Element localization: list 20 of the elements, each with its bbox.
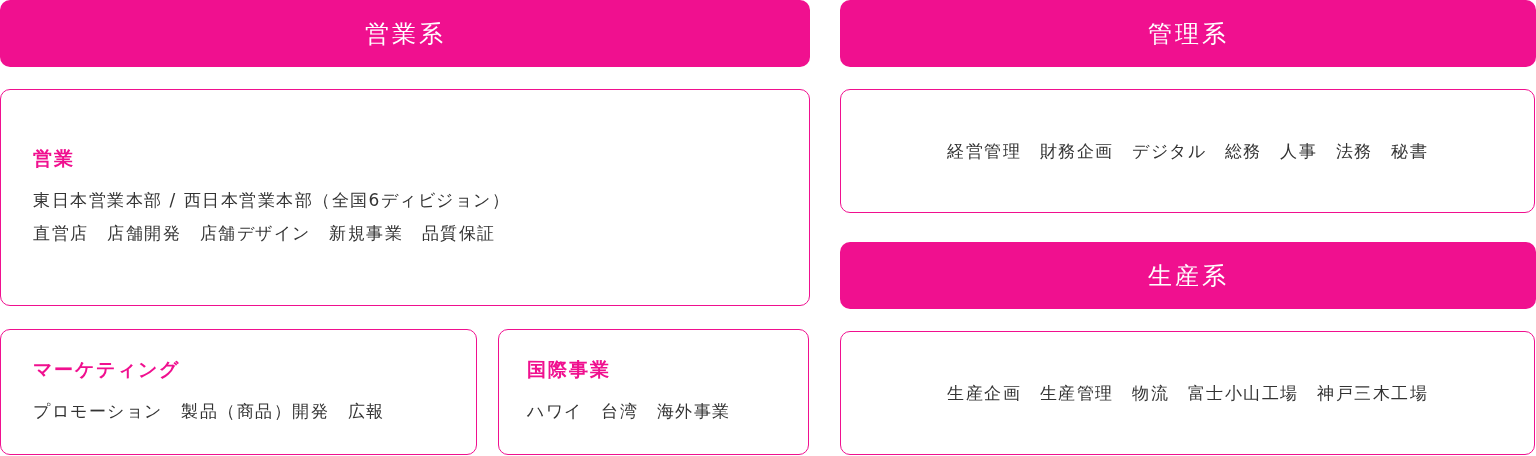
division-list: プロモーション 製品（商品）開発 広報 xyxy=(33,400,456,422)
category-title: 営業系 xyxy=(364,18,446,50)
department-card xyxy=(0,329,477,455)
department-card xyxy=(498,329,809,455)
category-title: 管理系 xyxy=(1147,18,1229,50)
division-list: 直営店 店舗開発 店舗デザイン 新規事業 品質保証 xyxy=(33,222,789,243)
category-header-band xyxy=(840,242,1536,309)
category-header-band xyxy=(0,0,810,67)
department-card xyxy=(0,89,810,306)
department-heading: 営業 xyxy=(33,146,76,172)
department-card xyxy=(840,331,1535,455)
division-list: 経営管理 財務企画 デジタル 総務 人事 法務 秘書 xyxy=(947,140,1428,162)
category-header-band xyxy=(840,0,1536,67)
department-heading: マーケティング xyxy=(33,356,181,382)
department-heading: 国際事業 xyxy=(527,356,612,382)
department-card xyxy=(840,89,1535,213)
category-title: 生産系 xyxy=(1147,260,1229,292)
division-list: ハワイ 台湾 海外事業 xyxy=(527,400,788,422)
division-list: 生産企画 生産管理 物流 富士小山工場 神戸三木工場 xyxy=(947,382,1428,404)
division-list: 東日本営業本部 / 西日本営業本部（全国6ディビジョン） xyxy=(33,190,789,211)
